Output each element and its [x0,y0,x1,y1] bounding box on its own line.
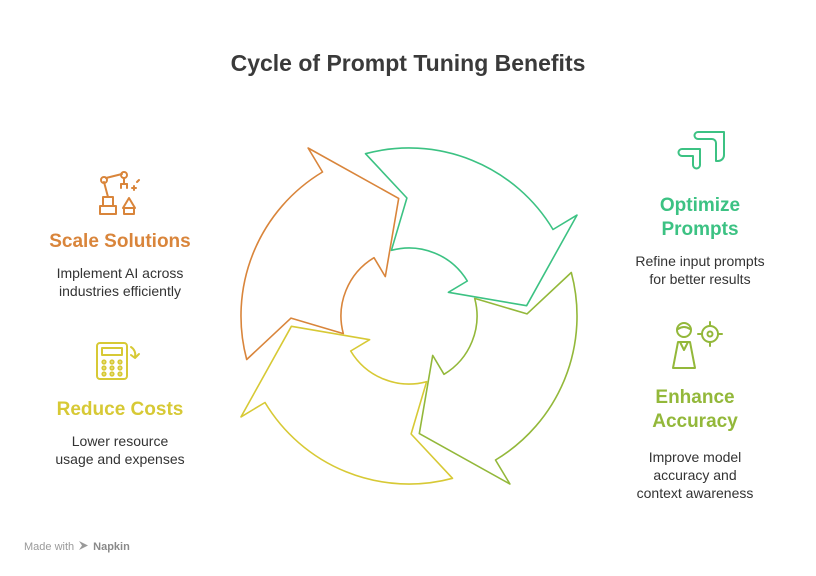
calculator-icon [94,339,144,388]
made-with-credit: Made with Napkin [24,540,130,554]
scale-solutions-title: Scale Solutions [49,231,191,252]
yellow-cycle-arrow [240,325,454,485]
flow-arrows-icon [676,129,728,186]
enhance-accuracy-description: Improve model accuracy and context aware… [636,449,754,501]
lime-cycle-arrow [418,271,578,485]
person-target-icon [670,320,724,377]
optimize-prompts-description: Refine input prompts for better results [635,253,765,287]
scale-solutions-description: Implement AI across industries efficient… [56,265,184,299]
green-cycle-arrow [364,147,578,307]
reduce-costs-description: Lower resource usage and expenses [55,433,185,467]
orange-cycle-arrow [240,147,400,361]
robot-arm-icon [96,170,144,223]
cycle-diagram [225,135,595,510]
enhance-accuracy-title: Enhance Accuracy [652,387,738,432]
napkin-logo-icon [78,540,89,554]
page-title: Cycle of Prompt Tuning Benefits [230,50,586,76]
reduce-costs-title: Reduce Costs [56,399,184,420]
optimize-prompts-title: Optimize Prompts [659,195,741,240]
